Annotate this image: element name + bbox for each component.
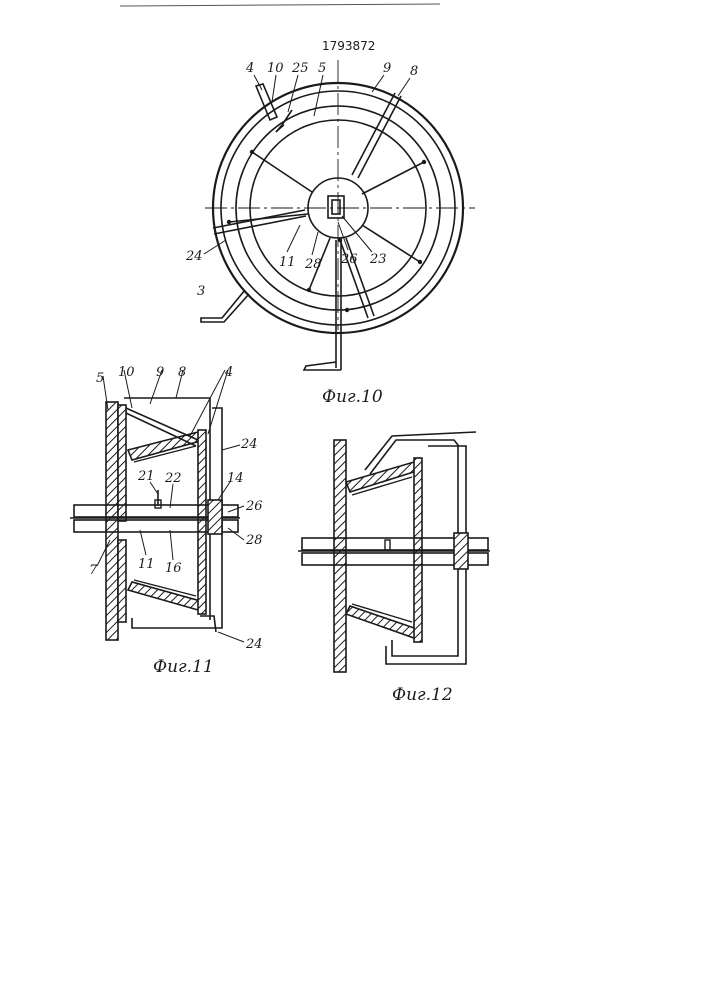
rod-9	[126, 408, 198, 440]
fig12-caption: Фиг.12	[392, 685, 453, 705]
cone-lower-wall	[128, 582, 204, 610]
fig11-label-16: 16	[165, 561, 182, 576]
fig10-label-8: 8	[410, 64, 418, 79]
fig10-label-28: 28	[304, 257, 322, 272]
fig10-caption: Фиг.10	[322, 387, 383, 407]
fig10-label-10: 10	[267, 61, 284, 76]
fig11-label-24-bottom: 24	[245, 637, 263, 652]
frame-24-lower	[200, 616, 216, 632]
fig11-label-11: 11	[138, 557, 155, 572]
arrow-25	[276, 110, 292, 132]
fig10-leaders	[204, 75, 410, 255]
figure-10: 4 10 25 5 9 8 24 11 28 26 23 3 Фиг.10	[185, 60, 475, 407]
figure-12: Фиг.12	[298, 432, 490, 705]
cone-right-plate	[198, 430, 206, 614]
fig12-pin	[385, 540, 390, 550]
fig10-label-4: 4	[245, 61, 254, 76]
patent-number: 1793872	[322, 39, 375, 53]
fig10-label-24: 24	[185, 249, 203, 264]
rod-8-a	[352, 93, 395, 175]
cone-upper-wall	[128, 432, 204, 460]
figure-11: 5 10 9 8 4 24 14 21 22 26 28 7 11 16 24 …	[70, 365, 263, 677]
fig11-label-4: 4	[224, 365, 233, 380]
flange-10	[118, 405, 126, 521]
fig11-label-8: 8	[178, 365, 186, 380]
handle-3	[201, 290, 249, 322]
fig12-wall	[334, 440, 346, 672]
bushing-28	[208, 500, 222, 534]
fig11-label-7: 7	[89, 563, 98, 578]
fig10-label-9: 9	[383, 61, 391, 76]
fig10-label-5: 5	[318, 61, 326, 76]
spoke-upper-right	[362, 162, 424, 194]
flange-10-lower	[118, 540, 126, 622]
fig11-label-5: 5	[96, 371, 104, 386]
fig12-cone-lower	[346, 606, 420, 638]
fig10-label-25: 25	[291, 61, 309, 76]
fig12-bushing	[454, 533, 468, 569]
fig11-label-9: 9	[156, 365, 164, 380]
fig10-label-23: 23	[369, 252, 387, 267]
fig11-label-28: 28	[245, 533, 263, 548]
fig11-label-21: 21	[137, 469, 155, 484]
fig11-caption: Фиг.11	[153, 657, 214, 677]
fig11-label-24-top: 24	[240, 437, 258, 452]
fig11-label-26: 26	[245, 499, 263, 514]
wall-5	[106, 402, 118, 640]
fig10-label-3: 3	[197, 284, 205, 299]
scan-border-line	[120, 4, 440, 6]
fig12-cone-upper	[346, 462, 420, 492]
fig11-label-10: 10	[118, 365, 135, 380]
fig11-label-22: 22	[164, 471, 182, 486]
fig10-label-26: 26	[340, 252, 358, 267]
fig10-label-11: 11	[279, 255, 296, 270]
spoke-upper-left	[252, 152, 312, 192]
fig11-label-14: 14	[227, 471, 244, 486]
rod-8-b	[358, 96, 401, 178]
hub-square-inner	[332, 200, 340, 214]
